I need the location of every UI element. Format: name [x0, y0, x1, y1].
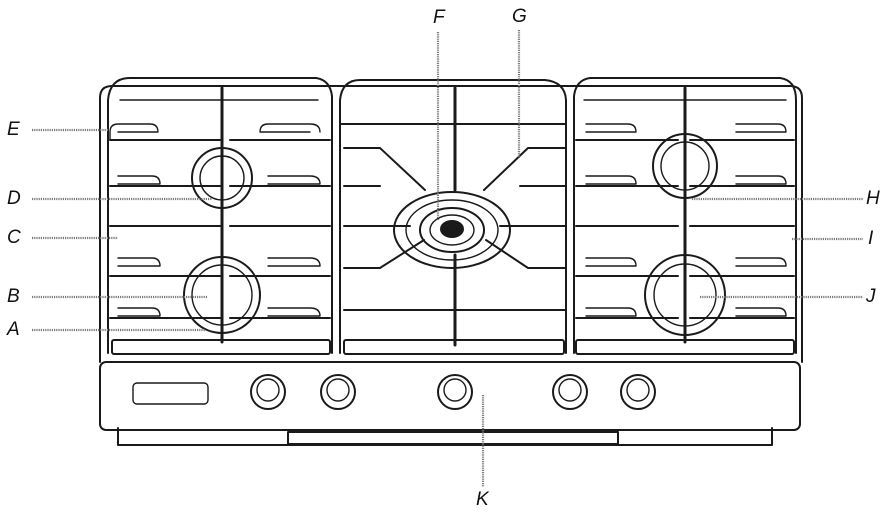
left-grate [107, 77, 333, 355]
callout-label-a: A [7, 319, 20, 340]
control-knob [320, 374, 356, 410]
callout-label-f: F [433, 7, 445, 28]
cooktop-surface [99, 85, 803, 363]
control-knob [552, 374, 588, 410]
control-knob [620, 374, 656, 410]
callout-label-i: I [868, 228, 874, 249]
right-grate [573, 77, 797, 355]
control-knob [437, 374, 473, 410]
control-panel [99, 361, 801, 431]
control-knob [250, 374, 286, 410]
leader-lines [32, 30, 863, 487]
callout-label-c: C [7, 227, 21, 248]
callout-label-h: H [866, 188, 880, 209]
callout-label-g: G [512, 6, 527, 27]
left-front-burner [183, 256, 261, 334]
callout-label-k: K [476, 489, 489, 510]
cooktop-plinth [117, 427, 773, 446]
center-grate [339, 79, 567, 355]
left-rear-burner [191, 147, 253, 209]
control-panel-display [132, 382, 209, 405]
right-rear-burner [652, 133, 718, 199]
callout-label-e: E [7, 119, 20, 140]
callout-label-j: J [866, 286, 876, 307]
callout-label-b: B [7, 286, 20, 307]
callout-label-d: D [7, 188, 21, 209]
control-knobs [250, 374, 656, 410]
center-wok-burner [393, 191, 511, 269]
right-front-burner [644, 254, 726, 336]
